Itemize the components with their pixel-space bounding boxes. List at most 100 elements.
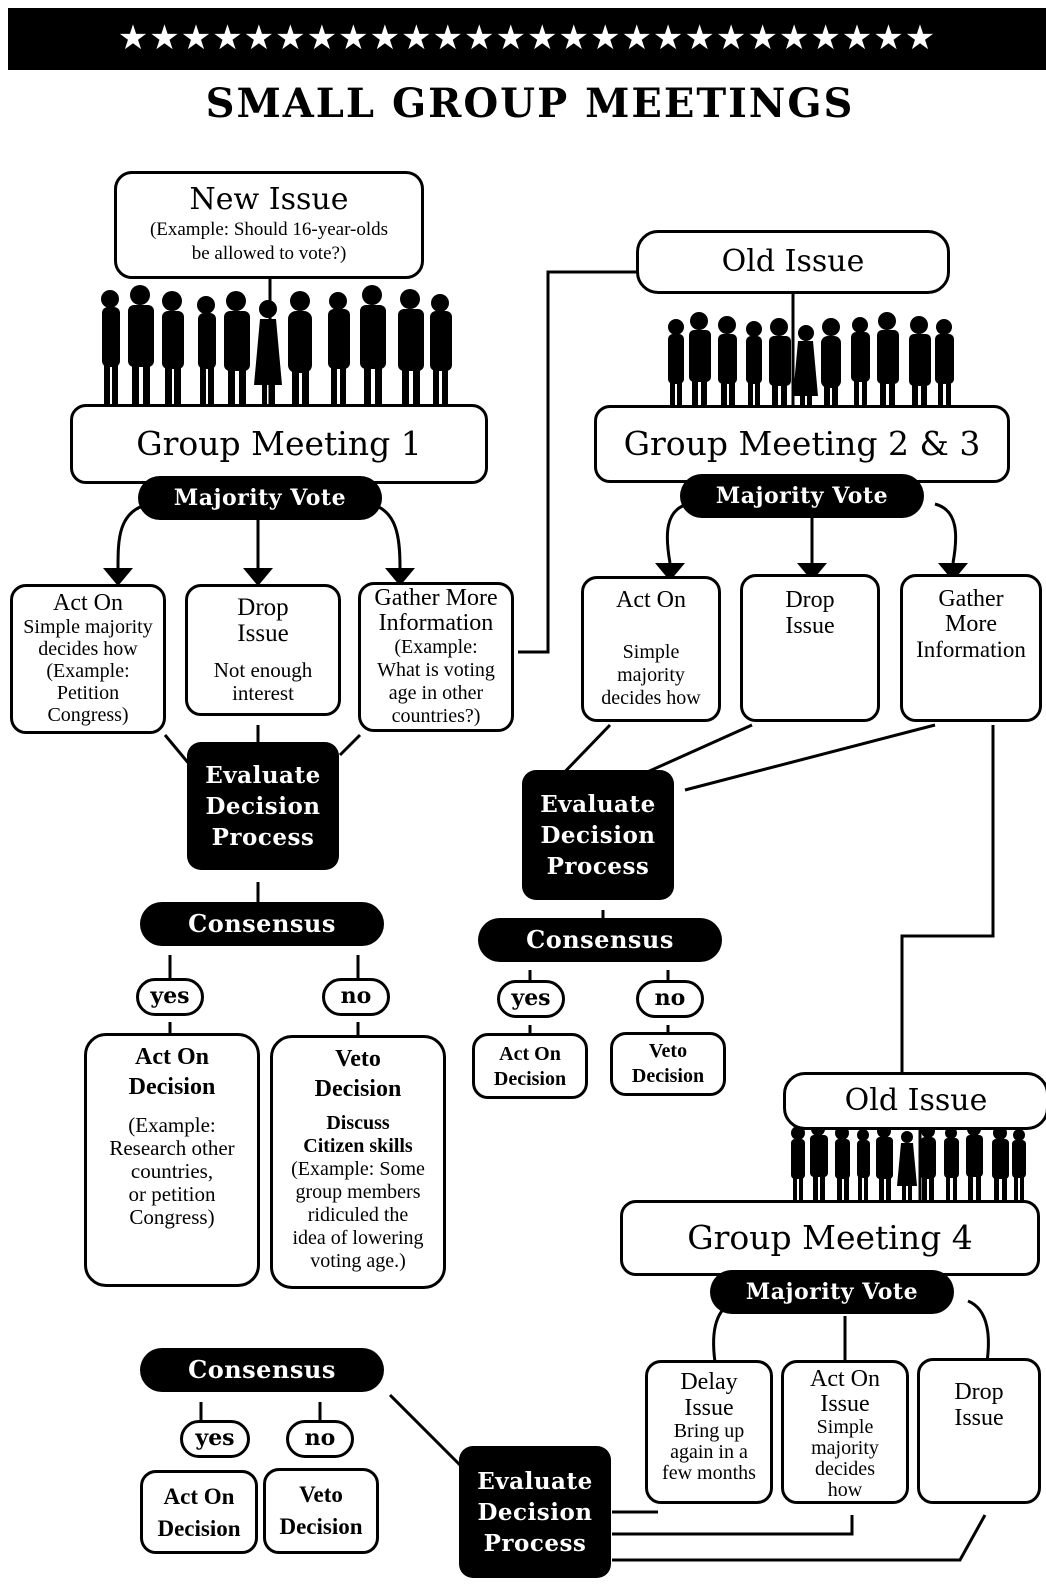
act-on-decision-box: Act On Decision (Example: Research other… <box>84 1033 260 1287</box>
evaluate-decision-process: Evaluate Decision Process <box>187 742 339 870</box>
option-detail: majority <box>617 664 685 686</box>
option-heading: Gather More <box>374 585 498 611</box>
yes-label: yes <box>180 1420 250 1458</box>
option-heading: Act On <box>53 590 123 616</box>
evaluate-label: Decision <box>477 1498 593 1526</box>
consensus-pill: Consensus <box>478 918 722 962</box>
star-banner: ★★★★★★★★★★★★★★★★★★★★★★★★★★ <box>8 8 1046 70</box>
option-heading: Drop <box>237 594 289 621</box>
evaluate-label: Evaluate <box>205 761 321 789</box>
veto-decision-box: Veto Decision <box>263 1468 379 1554</box>
option-detail: (Example: <box>46 660 130 682</box>
outcome-heading: Decision <box>157 1516 241 1541</box>
outcome-detail: (Example: Some <box>291 1158 425 1180</box>
crowd-silhouette-icon <box>668 312 954 420</box>
outcome-heading: Act On <box>499 1043 561 1065</box>
crowd-silhouette-icon <box>791 1122 1026 1205</box>
majority-vote-pill: Majority Vote <box>710 1270 954 1314</box>
no-label: no <box>286 1420 354 1458</box>
option-heading: Gather <box>938 586 1004 612</box>
outcome-detail: Research other <box>109 1136 235 1160</box>
option-detail: decides how <box>601 687 701 709</box>
evaluate-decision-process: Evaluate Decision Process <box>459 1446 611 1578</box>
yes-label: yes <box>136 978 204 1016</box>
outcome-heading: Act On <box>163 1484 235 1509</box>
new-issue-example: (Example: Should 16-year-olds <box>149 219 389 240</box>
option-detail: decides how <box>38 638 138 660</box>
outcome-heading: Decision <box>279 1514 363 1539</box>
outcome-heading: Act On <box>135 1044 209 1070</box>
new-issue-heading: New Issue <box>189 182 349 217</box>
consensus-pill: Consensus <box>140 902 384 946</box>
group-meeting-title: Group Meeting 2 & 3 <box>623 424 981 463</box>
option-heading: Issue <box>820 1391 870 1417</box>
evaluate-decision-process: Evaluate Decision Process <box>522 770 674 900</box>
drop-option-box: Drop Issue Not enough interest <box>185 584 341 716</box>
option-detail: Simple majority <box>23 616 153 638</box>
option-heading: Information <box>916 637 1026 662</box>
option-heading: Drop <box>954 1379 1004 1405</box>
evaluate-label: Evaluate <box>540 790 656 818</box>
option-detail: how <box>827 1479 863 1501</box>
option-heading: Information <box>378 610 494 636</box>
outcome-detail: countries, <box>130 1159 214 1183</box>
outcome-heading: Veto <box>335 1046 381 1072</box>
option-detail: decides <box>815 1458 875 1480</box>
outcome-heading: Decision <box>631 1065 705 1087</box>
outcome-detail: (Example: <box>128 1113 216 1137</box>
gather-info-option-box: Gather More Information <box>900 574 1042 722</box>
outcome-detail: group members <box>295 1181 421 1203</box>
option-heading: More <box>945 611 997 637</box>
option-detail: age in other <box>388 682 484 704</box>
option-heading: Delay <box>680 1369 738 1395</box>
option-detail: Not enough <box>213 658 313 682</box>
yes-label: yes <box>497 980 565 1018</box>
outcome-detail: Congress) <box>129 1205 215 1229</box>
option-detail: countries?) <box>391 705 481 727</box>
option-heading: Issue <box>684 1395 734 1421</box>
outcome-heading: Decision <box>493 1068 567 1090</box>
outcome-heading: Decision <box>314 1076 402 1102</box>
outcome-heading: Decision <box>128 1074 216 1100</box>
group-meeting-2-3-box: Group Meeting 2 & 3 <box>594 405 1010 483</box>
option-detail: Bring up <box>673 1420 745 1442</box>
act-on-decision-box: Act On Decision <box>140 1470 258 1554</box>
outcome-detail: idea of lowering <box>292 1227 424 1249</box>
crowd-silhouette-icon <box>101 285 452 413</box>
evaluate-label: Process <box>546 852 650 880</box>
group-meeting-title: Group Meeting 4 <box>687 1218 973 1257</box>
drop-issue-option-box: Drop Issue <box>917 1358 1041 1504</box>
group-meeting-1-box: Group Meeting 1 <box>70 404 488 484</box>
veto-decision-box: Veto Decision Discuss Citizen skills (Ex… <box>270 1035 446 1289</box>
option-detail: Congress) <box>47 704 129 726</box>
outcome-detail: or petition <box>128 1182 216 1206</box>
old-issue-box: Old Issue <box>783 1072 1046 1130</box>
act-on-option-box: Act On Simple majority decides how (Exam… <box>10 584 166 734</box>
option-detail: What is voting <box>377 659 495 681</box>
outcome-heading: Veto <box>299 1482 343 1507</box>
option-heading: Act On <box>810 1366 880 1392</box>
act-on-option-box: Act On Simple majority decides how <box>581 576 721 722</box>
outcome-detail: Discuss <box>326 1112 390 1134</box>
option-detail: interest <box>232 681 294 705</box>
new-issue-box: New Issue (Example: Should 16-year-olds … <box>114 171 424 279</box>
option-heading: Drop <box>785 587 835 613</box>
option-heading: Issue <box>237 620 289 647</box>
outcome-heading: Veto <box>648 1040 688 1062</box>
option-detail: few months <box>662 1462 756 1484</box>
act-on-issue-option-box: Act On Issue Simple majority decides how <box>781 1360 909 1504</box>
consensus-pill: Consensus <box>140 1348 384 1392</box>
evaluate-label: Decision <box>540 821 656 849</box>
option-detail: majority <box>811 1437 879 1459</box>
no-label: no <box>636 980 704 1018</box>
old-issue-label: Old Issue <box>721 244 865 279</box>
gather-info-option-box: Gather More Information (Example: What i… <box>358 582 514 732</box>
evaluate-label: Evaluate <box>477 1467 593 1495</box>
evaluate-label: Process <box>483 1529 587 1557</box>
veto-decision-box: Veto Decision <box>610 1032 726 1096</box>
evaluate-label: Process <box>211 823 315 851</box>
group-meeting-title: Group Meeting 1 <box>136 424 422 463</box>
old-issue-box: Old Issue <box>636 230 950 294</box>
old-issue-label: Old Issue <box>844 1083 988 1118</box>
option-heading: Act On <box>616 587 686 613</box>
